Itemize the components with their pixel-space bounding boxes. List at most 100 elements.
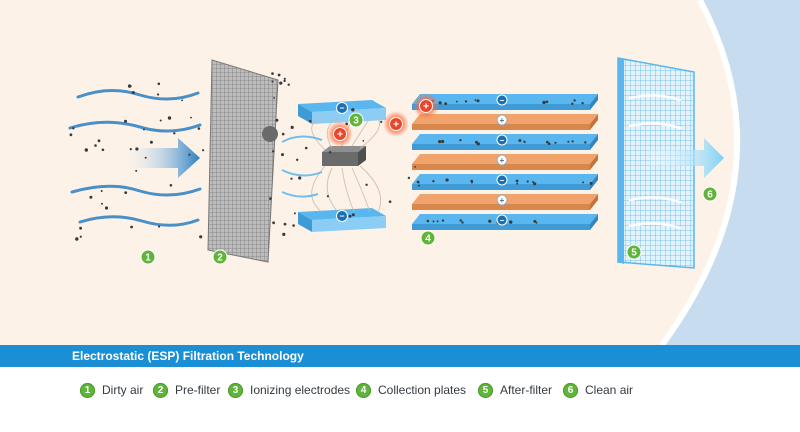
dust-particles bbox=[69, 72, 593, 241]
dust-particle bbox=[509, 220, 513, 224]
dust-particle bbox=[279, 81, 283, 85]
dust-particle bbox=[101, 202, 103, 205]
dust-particle bbox=[269, 197, 272, 200]
dust-particle bbox=[461, 221, 464, 224]
dust-particle bbox=[79, 235, 82, 238]
dust-particle bbox=[516, 182, 519, 185]
dust-particle bbox=[84, 148, 89, 152]
legend-badge: 3 bbox=[228, 382, 243, 398]
legend-badge: 1 bbox=[80, 382, 95, 398]
dust-particle bbox=[273, 97, 275, 99]
dust-particle bbox=[407, 176, 411, 180]
side-white-rim bbox=[659, 0, 741, 345]
clean-air-streams bbox=[628, 94, 682, 230]
legend-badge: 2 bbox=[153, 382, 168, 398]
dust-particle bbox=[547, 142, 551, 145]
dust-particle bbox=[567, 140, 570, 143]
legend-badge: 4 bbox=[356, 382, 371, 398]
dust-particle bbox=[438, 140, 442, 144]
dust-particle bbox=[202, 149, 205, 152]
dust-particle bbox=[474, 99, 477, 101]
large-particle bbox=[262, 126, 278, 142]
dust-particle bbox=[272, 150, 275, 153]
dust-particle bbox=[159, 119, 162, 122]
svg-text:+: + bbox=[423, 102, 429, 113]
dust-particle bbox=[526, 180, 529, 183]
legend-label: After-filter bbox=[500, 383, 553, 397]
dust-particle bbox=[277, 73, 281, 77]
dust-particle bbox=[414, 166, 416, 168]
dust-particle bbox=[283, 77, 286, 80]
legend-item-pre-filter: 2 Pre-filter bbox=[153, 382, 220, 398]
dirty-air-arrow bbox=[120, 138, 200, 178]
dust-particle bbox=[441, 219, 445, 222]
side-blue-panel bbox=[662, 0, 800, 345]
charge-markers: −−+++−+−+−+− bbox=[327, 93, 508, 226]
dust-particle bbox=[455, 100, 458, 103]
dust-particle bbox=[436, 220, 439, 223]
svg-text:1: 1 bbox=[145, 253, 151, 264]
dust-particle bbox=[283, 79, 286, 83]
dust-particle bbox=[131, 91, 135, 94]
dust-particle bbox=[127, 84, 132, 88]
ionizer-air-streams bbox=[281, 135, 323, 198]
dust-particle bbox=[445, 178, 449, 182]
dust-particle bbox=[101, 148, 105, 152]
dust-particle bbox=[271, 80, 274, 83]
dust-particle bbox=[197, 127, 201, 130]
legend-badge: 6 bbox=[563, 382, 578, 398]
dust-particle bbox=[124, 191, 128, 195]
dust-particle bbox=[304, 146, 308, 150]
dust-particle bbox=[94, 144, 97, 147]
dust-particle bbox=[438, 101, 442, 105]
dust-particle bbox=[571, 102, 574, 106]
svg-text:−: − bbox=[500, 96, 505, 105]
dust-particle bbox=[589, 181, 593, 185]
dust-particle bbox=[293, 212, 296, 215]
dust-particle bbox=[169, 184, 173, 187]
legend-item-ionizing-electrodes: 3 Ionizing electrodes bbox=[228, 382, 350, 398]
dust-particle bbox=[532, 181, 534, 183]
dust-particle bbox=[417, 181, 420, 184]
negative-charge-icon: − bbox=[496, 94, 508, 106]
dust-particle bbox=[582, 181, 585, 184]
svg-text:6: 6 bbox=[707, 190, 713, 201]
step-badge: 4 bbox=[420, 230, 436, 246]
dust-particle bbox=[281, 132, 285, 136]
dust-particle bbox=[571, 140, 574, 143]
dust-particle bbox=[432, 220, 435, 223]
positive-charge-icon: + bbox=[496, 194, 508, 206]
dust-particle bbox=[199, 235, 203, 239]
dust-particle bbox=[298, 176, 302, 180]
step-badge: 3 bbox=[348, 112, 364, 128]
dust-particle bbox=[272, 221, 275, 225]
dust-particle bbox=[72, 127, 75, 130]
diagram-title: Electrostatic (ESP) Filtration Technolog… bbox=[72, 349, 304, 363]
dust-particle bbox=[296, 158, 299, 161]
negative-charge-icon: − bbox=[496, 214, 508, 226]
clean-air-arrow bbox=[650, 138, 724, 178]
dust-particle bbox=[573, 99, 576, 102]
svg-text:−: − bbox=[500, 216, 505, 225]
dust-particle bbox=[524, 141, 526, 144]
dust-particle bbox=[75, 237, 79, 241]
dust-particle bbox=[326, 195, 329, 198]
dust-particle bbox=[426, 219, 430, 223]
svg-text:−: − bbox=[500, 176, 505, 185]
legend-item-collection-plates: 4 Collection plates bbox=[356, 382, 466, 398]
dust-particle bbox=[542, 100, 546, 105]
step-badge: 1 bbox=[140, 249, 156, 265]
dust-particle bbox=[476, 142, 480, 146]
dust-particle bbox=[97, 139, 101, 143]
dust-particle bbox=[124, 119, 127, 123]
dust-particle bbox=[167, 116, 172, 120]
svg-text:+: + bbox=[500, 156, 505, 165]
positive-charge-icon: + bbox=[327, 121, 353, 147]
dust-particle bbox=[417, 184, 420, 187]
dust-particle bbox=[130, 225, 134, 229]
svg-text:+: + bbox=[500, 116, 505, 125]
negative-charge-icon: − bbox=[336, 210, 348, 222]
dust-particle bbox=[515, 179, 519, 183]
dust-particle bbox=[554, 141, 557, 144]
